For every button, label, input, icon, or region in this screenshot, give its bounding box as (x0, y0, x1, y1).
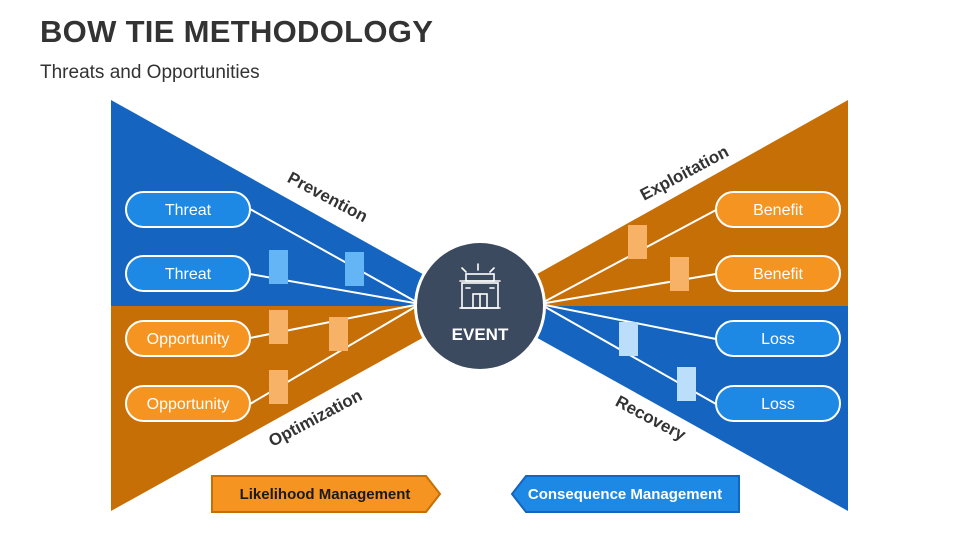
building-event-icon (459, 263, 501, 309)
right-wing-bottom (480, 306, 848, 511)
left-pill-opportunity-2: Opportunity (125, 385, 251, 422)
barrier-block (269, 370, 288, 404)
page-title: BOW TIE METHODOLOGY (40, 14, 434, 49)
svg-text:Threat: Threat (165, 266, 212, 283)
svg-text:Consequence Management: Consequence Management (528, 486, 722, 503)
event-label: EVENT (452, 325, 509, 344)
svg-text:Loss: Loss (761, 396, 795, 413)
barrier-block (670, 257, 689, 291)
right-pill-loss-2: Loss (715, 385, 841, 422)
page-subtitle: Threats and Opportunities (40, 62, 260, 83)
likelihood-management-arrow: Likelihood Management (211, 475, 442, 513)
left-wing-bottom (111, 306, 480, 511)
barrier-block (345, 252, 364, 286)
left-pill-threat-2: Threat (125, 255, 251, 292)
right-pill-benefit-2: Benefit (715, 255, 841, 292)
barrier-block (619, 322, 638, 356)
event-node: EVENT (414, 240, 546, 372)
svg-text:Benefit: Benefit (753, 202, 803, 219)
right-pill-benefit-1: Benefit (715, 191, 841, 228)
svg-text:Likelihood Management: Likelihood Management (240, 486, 411, 503)
right-wing-top (480, 100, 848, 306)
svg-text:Benefit: Benefit (753, 266, 803, 283)
svg-text:Opportunity: Opportunity (147, 396, 230, 413)
svg-text:Loss: Loss (761, 331, 795, 348)
barrier-block (628, 225, 647, 259)
left-wing-top (111, 100, 480, 306)
svg-text:Threat: Threat (165, 202, 212, 219)
left-pill-threat-1: Threat (125, 191, 251, 228)
barrier-block (269, 310, 288, 344)
right-pill-loss-1: Loss (715, 320, 841, 357)
barrier-block (329, 317, 348, 351)
barrier-block (269, 250, 288, 284)
barrier-block (677, 367, 696, 401)
svg-text:Opportunity: Opportunity (147, 331, 230, 348)
left-pill-opportunity-1: Opportunity (125, 320, 251, 357)
consequence-management-arrow: Consequence Management (510, 475, 740, 513)
